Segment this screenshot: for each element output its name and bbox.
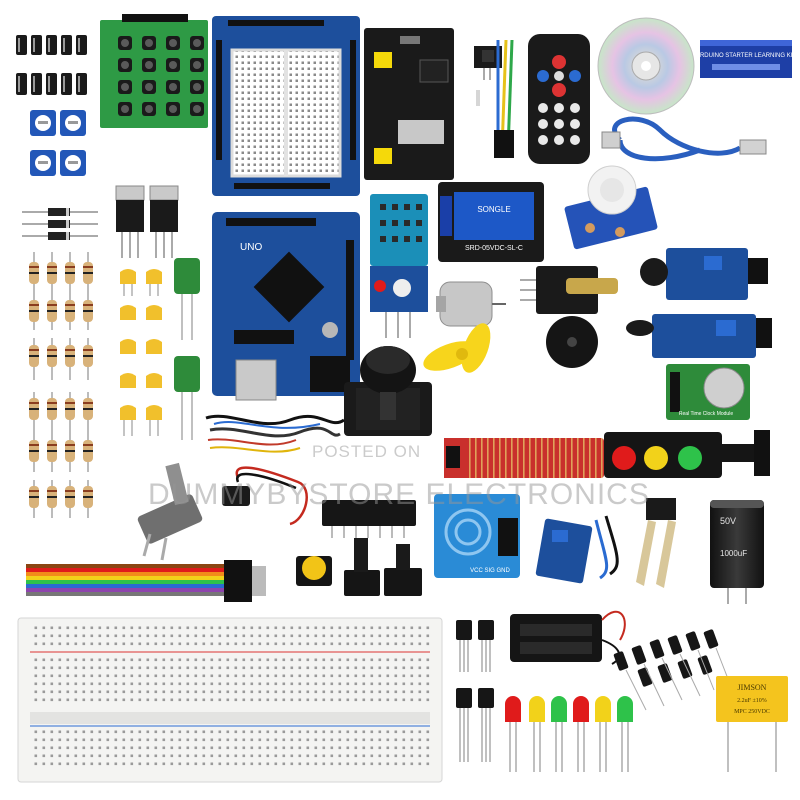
film-cap-value: 2.2uF ±10% (737, 698, 767, 704)
flame-sensor (626, 314, 772, 358)
relay-model: SRD-05VDC-SL-C (465, 245, 523, 252)
uno-board: UNO (212, 212, 360, 401)
soil-sensor (636, 498, 676, 588)
ir-receiver (474, 46, 502, 80)
kit-box: ARDUINO STARTER LEARNING KIT (696, 40, 796, 78)
relay-module: SONGLE SRD-05VDC-SL-C (438, 182, 544, 262)
capacitor-value: 1000uF (720, 549, 747, 558)
buzzer (546, 316, 598, 368)
proto-shield (212, 16, 360, 196)
pir-sensor (564, 165, 658, 250)
joystick (344, 346, 432, 436)
transistors (456, 620, 494, 762)
rotary-potentiometer (137, 462, 203, 561)
small-capacitors (613, 629, 731, 711)
sound-sensor (640, 248, 768, 300)
battery-clip (222, 466, 308, 526)
kit-box-label: ARDUINO STARTER LEARNING KIT (696, 53, 796, 59)
ribbon-cable (26, 560, 266, 602)
cd-disc (597, 17, 695, 115)
ic-chip (322, 500, 416, 538)
film-capacitors (174, 258, 200, 440)
dht11-sensor (370, 194, 428, 338)
battery-holder (510, 610, 626, 665)
film-cap-brand: JIMSON (738, 683, 767, 692)
trim-potentiometers (30, 110, 86, 176)
rtc-module: Real Time Clock Module (666, 364, 750, 420)
water-sensor (444, 438, 604, 478)
tact-switches (344, 538, 422, 596)
relay-brand: SONGLE (477, 205, 510, 214)
push-button (296, 556, 332, 586)
laser-module (520, 266, 618, 314)
film-cap-rating: MPC 250VDC (734, 709, 770, 715)
ceramic-capacitors (120, 269, 162, 436)
usb-cable (601, 116, 767, 162)
keypad-4x4 (100, 14, 208, 128)
capacitor-voltage: 50V (720, 516, 736, 526)
leds (505, 696, 633, 772)
propeller (423, 323, 491, 373)
breadboard (17, 617, 443, 783)
touch-sensor: VCC SIG GND (434, 494, 520, 578)
rtc-label: Real Time Clock Module (679, 411, 733, 417)
electrolytic-capacitors (16, 35, 87, 95)
touch-pin-labels: VCC SIG GND (470, 568, 510, 574)
power-module (364, 28, 454, 180)
dc-motor (436, 281, 506, 327)
sensor-wires (594, 515, 619, 580)
ir-remote (528, 34, 590, 164)
jumper-wires (205, 414, 345, 453)
voltage-regulators (115, 185, 179, 258)
dupont-wires-short (476, 39, 514, 158)
resistors (29, 252, 93, 518)
traffic-light-module (604, 430, 770, 478)
comparator-module (535, 518, 593, 584)
board-name: UNO (240, 242, 262, 253)
jimson-capacitor: JIMSON 2.2uF ±10% MPC 250VDC (716, 676, 788, 772)
diodes (22, 208, 98, 240)
big-capacitor: 50V 1000uF (710, 500, 764, 604)
